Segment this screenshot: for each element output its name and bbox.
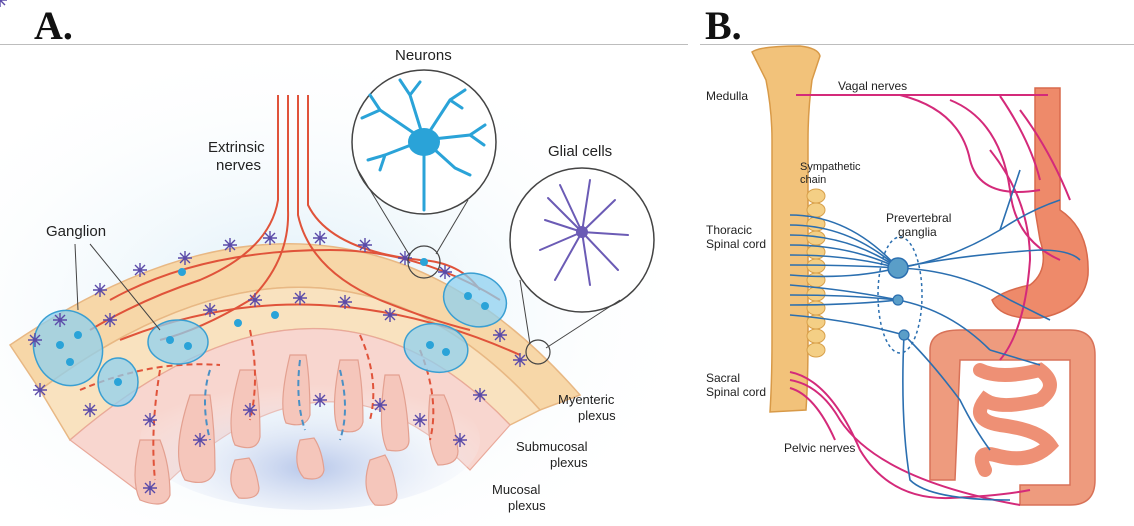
sympathetic-label-line1: Sympathetic (800, 161, 861, 173)
vagal-label: Vagal nerves (838, 79, 907, 93)
sacral-label-line1: Sacral (706, 371, 740, 385)
neuron-soma (408, 128, 440, 156)
submucosal-label-line2: plexus (550, 455, 588, 470)
inferior-mesenteric-ganglion (899, 330, 909, 340)
panel-b-divider (700, 44, 1134, 45)
prevertebral-label-line1: Prevertebral (886, 211, 951, 225)
glial-callout-circle (510, 168, 654, 312)
sympathetic-chain (807, 189, 825, 357)
pelvic-nerves (790, 372, 1030, 505)
superior-mesenteric-ganglion (893, 295, 903, 305)
myenteric-label-line1: Myenteric (558, 392, 615, 407)
myenteric-label-line2: plexus (578, 408, 616, 423)
large-intestine (930, 330, 1095, 505)
submucosal-label-line1: Submucosal (516, 439, 588, 454)
small-intestine (980, 370, 1050, 470)
vagal-nerves (796, 95, 1070, 360)
medulla-label: Medulla (706, 89, 748, 103)
sacral-label-line2: Spinal cord (706, 385, 766, 399)
mucosal-label-line1: Mucosal (492, 482, 541, 497)
esophagus-stomach (992, 88, 1088, 318)
pelvic-label: Pelvic nerves (784, 441, 855, 455)
sympathetic-label-line2: chain (800, 174, 826, 186)
extrinsic-label-line1: Extrinsic (208, 139, 265, 156)
glial-label: Glial cells (548, 143, 612, 160)
sympathetic-fibers (790, 170, 1080, 500)
celiac-ganglion (888, 258, 908, 278)
mucosal-label-line2: plexus (508, 498, 546, 513)
thoracic-label-line2: Spinal cord (706, 237, 766, 251)
prevertebral-label-line2: ganglia (898, 225, 937, 239)
ganglion-label: Ganglion (46, 223, 106, 240)
neurons-label: Neurons (395, 47, 452, 64)
panel-b-letter: B. (705, 6, 742, 46)
spinal-cord (752, 46, 820, 412)
prevertebral-ganglia-outline (878, 237, 922, 353)
glial-soma (576, 226, 588, 238)
thoracic-label-line1: Thoracic (706, 223, 752, 237)
extrinsic-label-line2: nerves (216, 157, 261, 174)
panel-a-illustration: Neurons Glial cells Extrinsic nerves Gan… (0, 0, 690, 526)
